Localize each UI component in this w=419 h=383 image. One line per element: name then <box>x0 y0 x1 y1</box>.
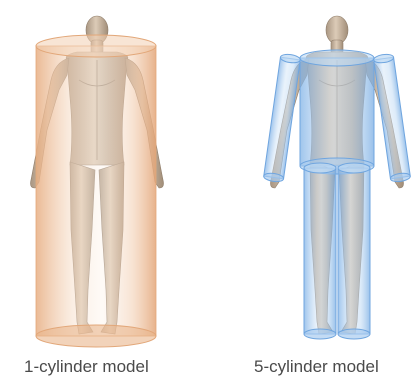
single-cylinder <box>36 35 156 347</box>
right-arm-cylinder <box>373 53 411 183</box>
left-leg-cylinder <box>304 163 336 339</box>
left-arm-cylinder <box>263 53 301 183</box>
one-cylinder-panel <box>31 16 164 347</box>
five-cylinder-panel <box>263 16 411 339</box>
right-leg-cylinder <box>338 163 370 339</box>
torso-cylinder <box>300 50 374 174</box>
caption-five-cylinder-model: 5-cylinder model <box>254 357 379 377</box>
caption-one-cylinder-model: 1-cylinder model <box>24 357 149 377</box>
